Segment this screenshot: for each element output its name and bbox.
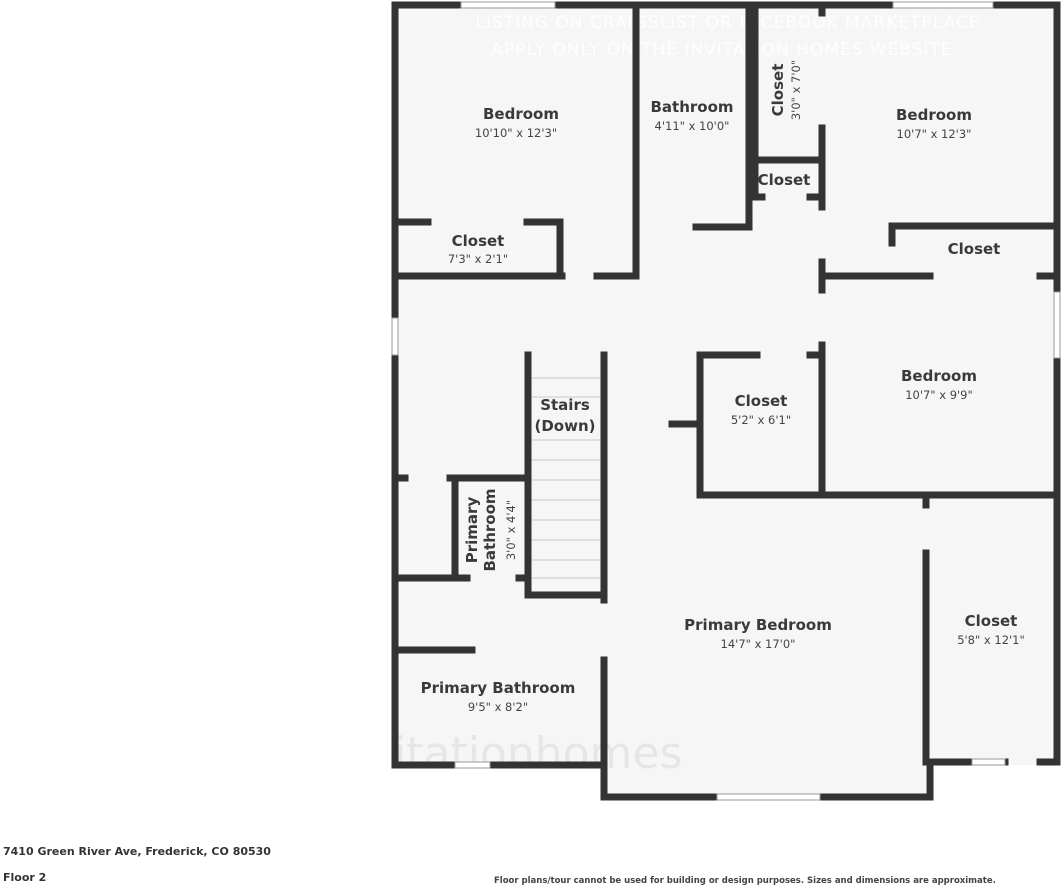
room-label: Closet xyxy=(452,232,505,250)
stairs-label-line-1: Stairs xyxy=(540,396,590,414)
room-label: Bedroom xyxy=(901,367,977,385)
room-primary-bedroom: Primary Bedroom 14'7" x 17'0" xyxy=(684,616,832,651)
room-dimension: 3'0" x 7'0" xyxy=(789,60,803,120)
floor-fill xyxy=(395,5,1057,796)
room-closet-se: Closet 5'8" x 12'1" xyxy=(957,612,1025,647)
room-dimension: 14'7" x 17'0" xyxy=(721,637,796,651)
stairs-treads xyxy=(532,377,600,579)
room-primary-bath-small: Primary Bathroom 3'0" x 4'4" xyxy=(463,488,518,571)
room-bedroom-nw: Bedroom 10'10" x 12'3" xyxy=(475,105,559,140)
room-bedroom-ne: Bedroom 10'7" x 12'3" xyxy=(896,106,972,141)
room-dimension: 10'10" x 12'3" xyxy=(475,126,557,140)
disclaimer: Floor plans/tour cannot be used for buil… xyxy=(494,876,996,886)
room-closet-small: Closet xyxy=(758,171,811,189)
floor-label: Floor 2 xyxy=(3,871,47,884)
room-label-line-1: Primary xyxy=(463,497,481,564)
room-dimension: 7'3" x 2'1" xyxy=(448,252,508,266)
room-label: Bedroom xyxy=(483,105,559,123)
walls xyxy=(391,1,1061,801)
room-primary-bathroom: Primary Bathroom 9'5" x 8'2" xyxy=(421,679,576,714)
room-label: Primary Bathroom xyxy=(421,679,576,697)
room-label: Closet xyxy=(965,612,1018,630)
watermark-line-2: APPLY ONLY ON THE INVITATION HOMES WEBSI… xyxy=(491,40,952,60)
room-dimension: 4'11" x 10'0" xyxy=(655,119,730,133)
room-closet-mid: Closet 5'2" x 6'1" xyxy=(731,392,791,427)
room-dimension: 5'2" x 6'1" xyxy=(731,413,791,427)
watermark-logo: itationhomes xyxy=(394,728,682,779)
room-label: Closet xyxy=(769,64,787,117)
room-dimension: 3'0" x 4'4" xyxy=(504,500,518,560)
room-label: Closet xyxy=(735,392,788,410)
room-label-line-2: Bathroom xyxy=(481,488,499,571)
room-label: Primary Bedroom xyxy=(684,616,832,634)
room-bedroom-e: Bedroom 10'7" x 9'9" xyxy=(901,367,977,402)
windows xyxy=(391,1,1061,801)
watermark-line-1: LISTING ON CRAIGSLIST OR FACEBOOK MARKET… xyxy=(475,13,980,33)
room-bathroom-n: Bathroom 4'11" x 10'0" xyxy=(650,98,733,133)
room-stairs: Stairs (Down) xyxy=(534,396,595,435)
room-dimension: 9'5" x 8'2" xyxy=(468,700,528,714)
address: 7410 Green River Ave, Frederick, CO 8053… xyxy=(3,845,271,858)
stairs-label-line-2: (Down) xyxy=(534,417,595,435)
room-label: Bathroom xyxy=(650,98,733,116)
room-label: Closet xyxy=(948,240,1001,258)
room-dimension: 5'8" x 12'1" xyxy=(957,633,1025,647)
room-closet-ne: Closet xyxy=(948,240,1001,258)
room-label: Closet xyxy=(758,171,811,189)
room-closet-n: Closet 3'0" x 7'0" xyxy=(769,60,803,120)
room-dimension: 10'7" x 9'9" xyxy=(905,388,973,402)
room-closet-nw: Closet 7'3" x 2'1" xyxy=(448,232,508,266)
room-dimension: 10'7" x 12'3" xyxy=(897,127,972,141)
room-label: Bedroom xyxy=(896,106,972,124)
